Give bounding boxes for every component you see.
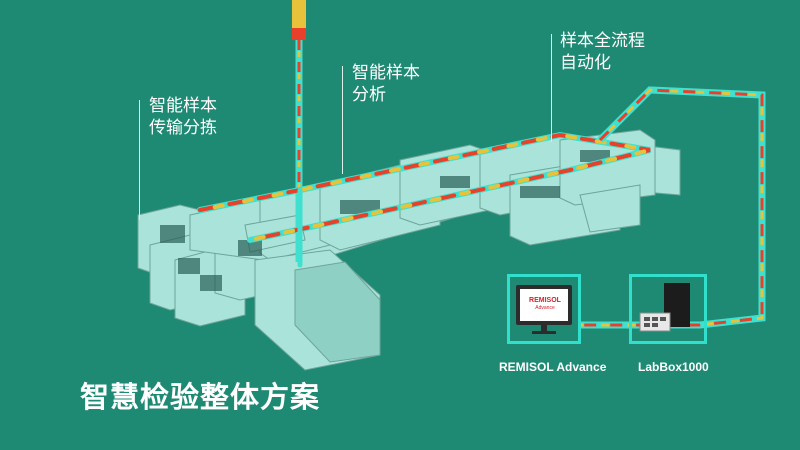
remisol-caption: REMISOL Advance [499, 360, 607, 374]
fullflow-label-line-2: 自动化 [560, 53, 611, 73]
remisol-screen-logo: REMISOL [529, 297, 561, 304]
fullflow-label-line-1: 样本全流程 [560, 31, 645, 51]
transport-label-line-1: 智能样本 [149, 96, 217, 116]
analysis-label-line-2: 分析 [352, 85, 386, 105]
analysis-label: 智能样本 分析 [352, 62, 420, 106]
sample-flow-path [197, 131, 651, 268]
transport-leader [139, 100, 140, 220]
labbox-server-icon [639, 283, 690, 332]
machine-windows [160, 150, 610, 291]
fullflow-leader [551, 34, 552, 142]
page-title: 智慧检验整体方案 [80, 380, 321, 414]
analysis-label-line-1: 智能样本 [352, 63, 420, 83]
transport-label-line-2: 传输分拣 [149, 118, 217, 138]
remisol-device-box [507, 274, 581, 344]
remisol-screen-sub: Advance [535, 305, 555, 311]
fullflow-label: 样本全流程 自动化 [560, 30, 645, 74]
analysis-leader [342, 66, 343, 174]
labbox-caption: LabBox1000 [638, 360, 709, 374]
remisol-monitor-icon [516, 285, 572, 334]
transport-label: 智能样本 传输分拣 [149, 95, 217, 139]
labbox-device-box [629, 274, 707, 344]
